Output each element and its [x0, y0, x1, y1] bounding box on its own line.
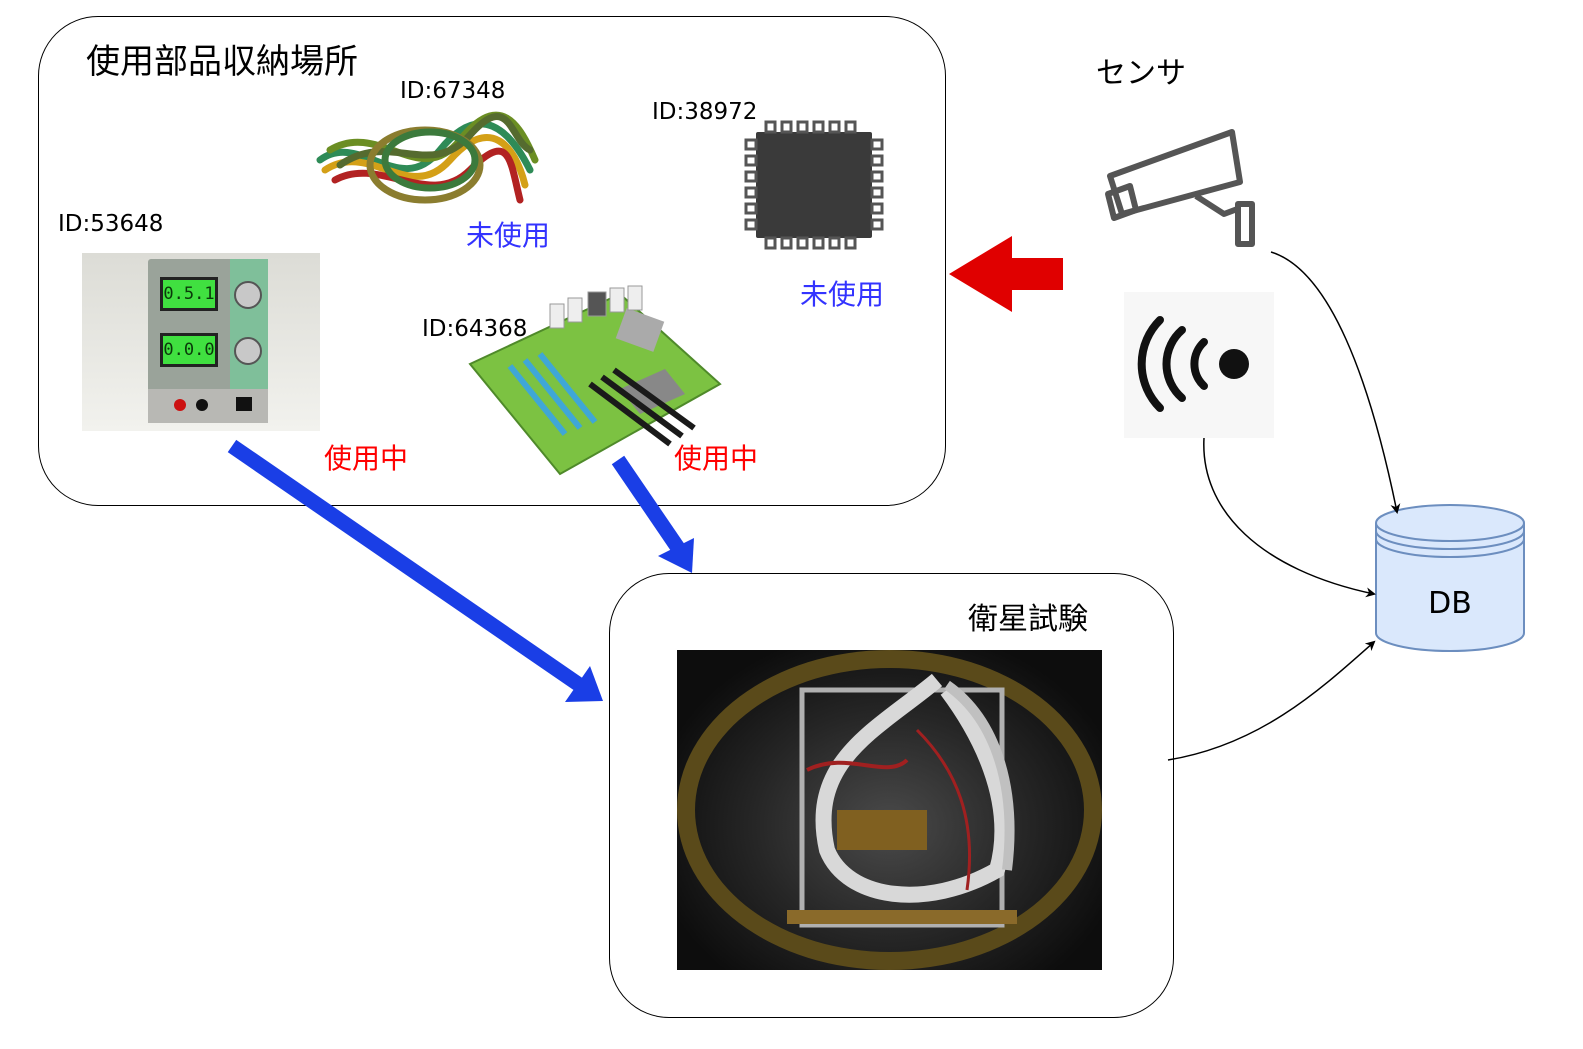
status-motherboard: 使用中: [674, 442, 759, 475]
status-power-supply: 使用中: [324, 442, 409, 475]
status-chip: 未使用: [800, 278, 885, 311]
sensor-label: センサ: [1096, 56, 1186, 91]
wireless-to-db-connector: [1203, 437, 1376, 598]
psu-display-bottom: 0.0.0: [160, 333, 218, 367]
satellite-test-title: 衛星試験: [968, 602, 1088, 637]
test-to-db-connector: [1167, 640, 1376, 761]
blue-arrow-power-supply: [227, 439, 603, 702]
motherboard-image: [468, 285, 722, 476]
storage-title: 使用部品収納場所: [86, 42, 358, 82]
camera-icon: [1105, 129, 1255, 247]
power-supply-image: 0.5.1 0.0.0: [82, 253, 320, 431]
part-id-motherboard: ID:64368: [422, 316, 528, 342]
psu-display-top: 0.5.1: [160, 277, 218, 311]
part-id-cables: ID:67348: [400, 78, 506, 104]
red-arrow: [949, 236, 1063, 312]
blue-arrow-motherboard: [611, 455, 694, 573]
status-cables: 未使用: [466, 219, 551, 252]
part-id-power-supply: ID:53648: [58, 211, 164, 237]
cable-bundle-image: [316, 111, 539, 204]
database-icon: [1375, 504, 1525, 652]
chip-icon: [744, 120, 884, 250]
db-label: DB: [1428, 586, 1472, 621]
camera-to-db-connector: [1270, 251, 1401, 514]
part-id-chip: ID:38972: [652, 99, 758, 125]
wireless-signal-icon: [1124, 292, 1274, 438]
satellite-test-photo: [677, 650, 1102, 970]
